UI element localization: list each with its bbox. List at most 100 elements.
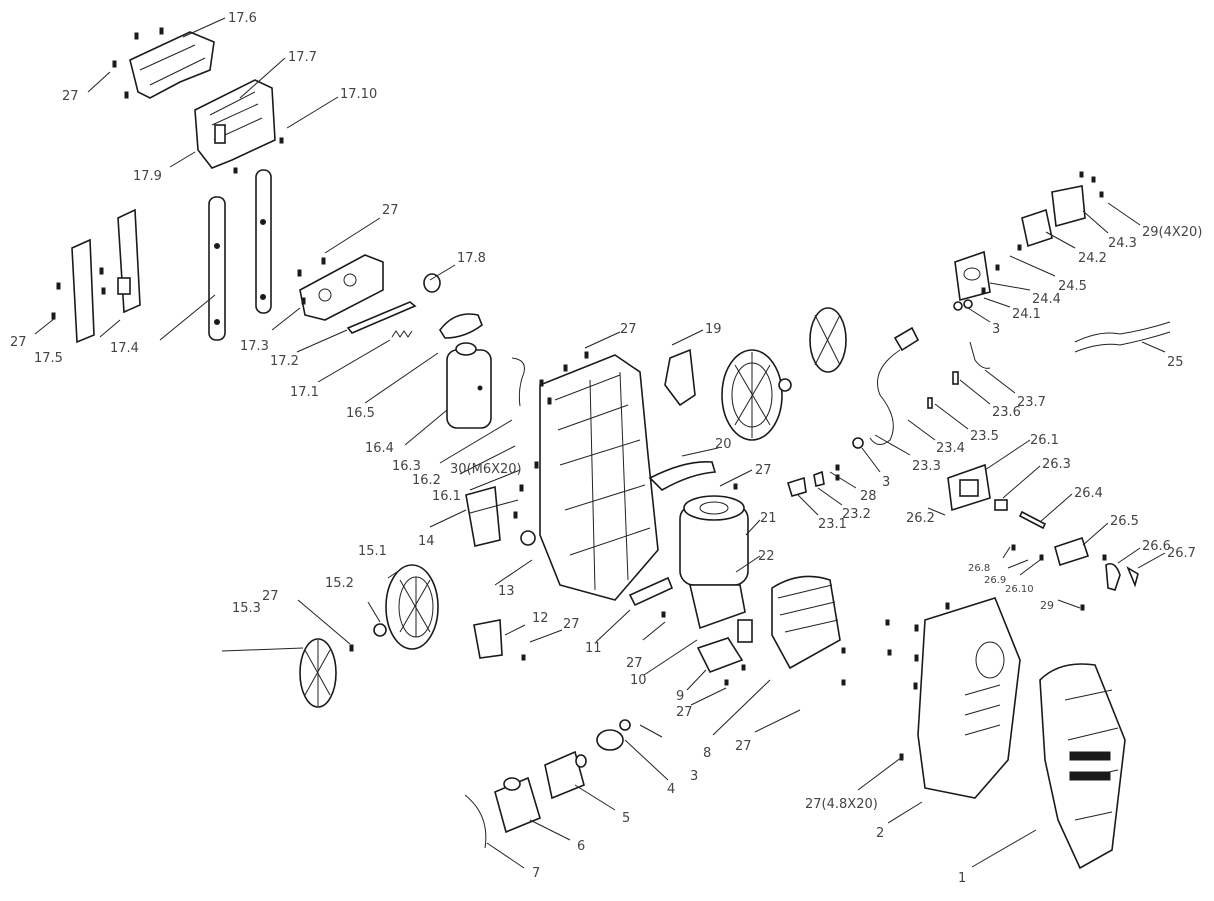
part-cap-16-5 — [439, 313, 483, 339]
callout-24-4: 24.4 — [1032, 292, 1061, 307]
part-washer-15-2 — [373, 623, 387, 637]
part-trigger-26-6 — [1105, 562, 1121, 591]
part-pump-22 — [688, 584, 753, 643]
callout-22: 22 — [758, 549, 775, 564]
part-washer-right — [778, 378, 792, 392]
callout-23-1: 23.1 — [818, 517, 847, 532]
callout-17-6: 17.6 — [228, 11, 257, 26]
part-cradle-8 — [771, 575, 841, 670]
part-holder-14 — [465, 485, 501, 547]
callout-29: 29 — [1040, 599, 1054, 612]
callout-27: 27 — [382, 203, 399, 218]
callout-5: 5 — [622, 811, 630, 826]
callout-29-4x20: 29(4X20) — [1142, 225, 1202, 240]
callout-2: 2 — [876, 826, 884, 841]
part-housing-2 — [917, 597, 1021, 799]
part-ring-3-mid — [852, 437, 864, 449]
callout-17-4: 17.4 — [110, 341, 139, 356]
callout-17-3: 17.3 — [240, 339, 269, 354]
part-plate-11 — [628, 576, 674, 607]
callout-26-5: 26.5 — [1110, 514, 1139, 529]
part-pin-23-6 — [952, 371, 959, 385]
part-hose-16-3 — [511, 357, 525, 407]
callout-27: 27 — [62, 89, 79, 104]
part-shaft-26-4 — [1018, 510, 1047, 530]
callout-17-7: 17.7 — [288, 50, 317, 65]
part-switch-box-26-1 — [947, 463, 991, 512]
callout-16-5: 16.5 — [346, 406, 375, 421]
part-panel-24-1 — [954, 250, 991, 302]
callout-3: 3 — [882, 475, 890, 490]
callout-24-5: 24.5 — [1058, 279, 1087, 294]
part-bracket-17-3 — [299, 254, 384, 321]
part-spring-24-2 — [1021, 208, 1053, 248]
callout-25: 25 — [1167, 355, 1184, 370]
callout-27: 27 — [676, 705, 693, 720]
callout-4: 4 — [667, 782, 675, 797]
part-cup-12 — [473, 619, 503, 659]
part-frame-13 — [520, 354, 659, 601]
part-handle-frame-17-7 — [194, 79, 276, 169]
part-switch-26-3 — [994, 499, 1008, 511]
callout-27-4-8x20: 27(4.8X20) — [805, 797, 878, 812]
callout-3: 3 — [690, 769, 698, 784]
part-wheel-15-1 — [385, 564, 439, 650]
part-spring-clip-7 — [464, 794, 487, 849]
callout-27: 27 — [262, 589, 279, 604]
callout-15-2: 15.2 — [325, 576, 354, 591]
callout-17-1: 17.1 — [290, 385, 319, 400]
callout-14: 14 — [418, 534, 435, 549]
part-power-cord-23 — [869, 326, 920, 445]
part-strap-20 — [648, 461, 717, 491]
part-cable-25 — [1074, 321, 1171, 353]
callout-24-2: 24.2 — [1078, 251, 1107, 266]
part-cylinder-6 — [494, 776, 541, 834]
callout-labels: 17.6 17.7 17.10 27 17.9 27 17.8 27 17.5 … — [10, 11, 1202, 886]
callout-27: 27 — [755, 463, 772, 478]
callout-26-1: 26.1 — [1030, 433, 1059, 448]
part-collar-4 — [596, 729, 624, 751]
callout-27: 27 — [563, 617, 580, 632]
part-hubcap-15-3 — [299, 638, 337, 708]
callout-17-2: 17.2 — [270, 354, 299, 369]
part-lever-26-7 — [1126, 566, 1139, 588]
part-spring-17-1 — [391, 330, 413, 338]
callout-16-1: 16.1 — [432, 489, 461, 504]
callout-21: 21 — [760, 511, 777, 526]
callout-23-7: 23.7 — [1017, 395, 1046, 410]
callout-10: 10 — [630, 673, 647, 688]
callout-23-6: 23.6 — [992, 405, 1021, 420]
callout-23-4: 23.4 — [936, 441, 965, 456]
callout-26-4: 26.4 — [1074, 486, 1103, 501]
part-cover-24-3 — [1051, 185, 1086, 228]
callout-26-6: 26.6 — [1142, 539, 1171, 554]
callout-6: 6 — [577, 839, 585, 854]
callout-26-8: 26.8 — [968, 563, 990, 574]
callout-13: 13 — [498, 584, 515, 599]
callout-26-9: 26.9 — [984, 575, 1006, 586]
part-fitting-23-1 — [787, 476, 807, 497]
part-side-brackets-17-5 — [71, 208, 141, 344]
callout-27: 27 — [620, 322, 637, 337]
callout-26-10: 26.10 — [1005, 584, 1034, 595]
callout-26-3: 26.3 — [1042, 457, 1071, 472]
callout-27: 27 — [626, 656, 643, 671]
callout-16-2: 16.2 — [412, 473, 441, 488]
part-clip-23-2 — [813, 470, 825, 487]
callout-15-1: 15.1 — [358, 544, 387, 559]
callout-26-7: 26.7 — [1167, 546, 1196, 561]
callout-8: 8 — [703, 746, 711, 761]
callout-12: 12 — [532, 611, 549, 626]
part-pin-23-5 — [927, 397, 933, 409]
part-handle-top-17-6 — [129, 31, 215, 99]
callout-20: 20 — [715, 437, 732, 452]
callout-9: 9 — [676, 689, 684, 704]
part-cylinder-5 — [544, 750, 587, 800]
callout-30-m6x20: 30(M6X20) — [450, 462, 522, 477]
callout-23-5: 23.5 — [970, 429, 999, 444]
callout-17-8: 17.8 — [457, 251, 486, 266]
callout-24-3: 24.3 — [1108, 236, 1137, 251]
callout-27: 27 — [10, 335, 27, 350]
callout-28: 28 — [860, 489, 877, 504]
